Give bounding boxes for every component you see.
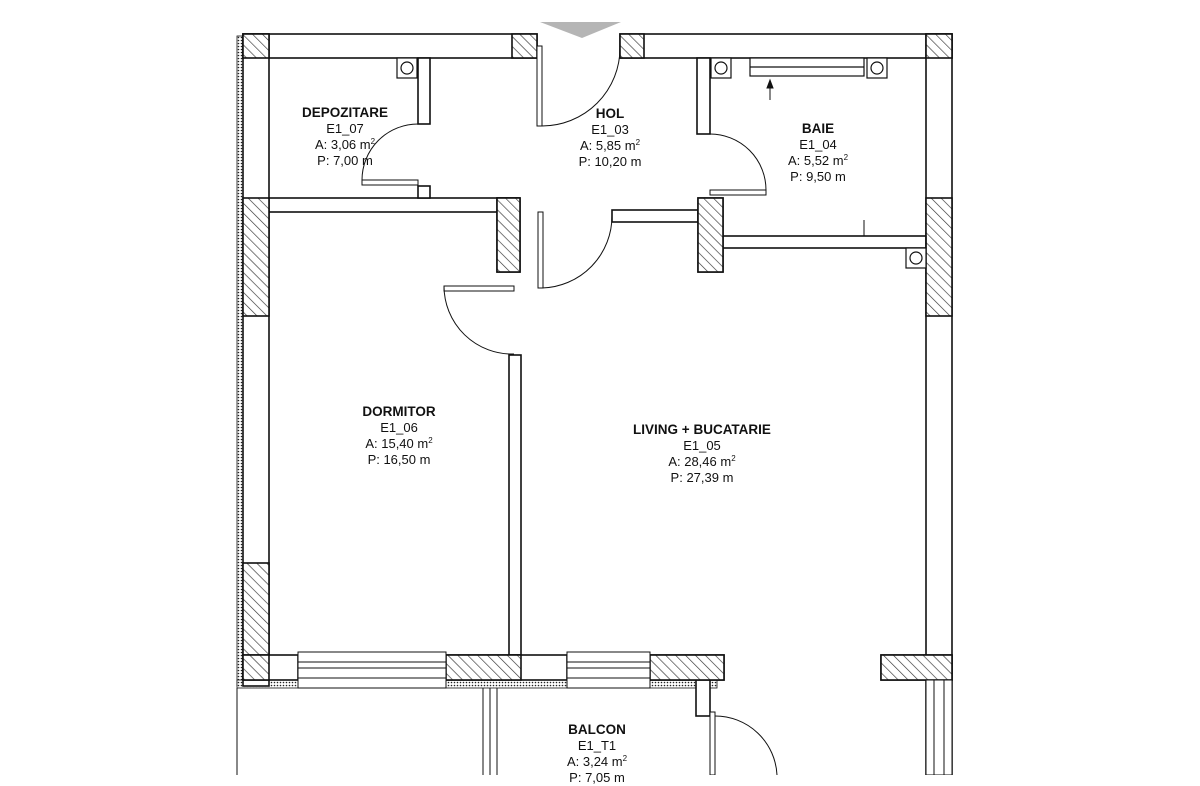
room-code: E1_03 [579, 122, 642, 138]
room-perimeter: P: 10,20 m [579, 154, 642, 170]
room-name: HOL [579, 106, 642, 122]
room-area: A: 28,46 m2 [633, 454, 771, 470]
room-area: A: 5,85 m2 [579, 138, 642, 154]
balcony-railing [237, 688, 497, 775]
room-area: A: 3,24 m2 [567, 754, 627, 770]
room-label-depozitare: DEPOZITARE E1_07 A: 3,06 m2 P: 7,00 m [302, 105, 388, 169]
room-code: E1_04 [788, 137, 848, 153]
room-perimeter: P: 7,05 m [567, 770, 627, 786]
room-name: LIVING + BUCATARIE [633, 422, 771, 438]
room-perimeter: P: 27,39 m [633, 470, 771, 486]
room-name: BALCON [567, 722, 627, 738]
room-area: A: 5,52 m2 [788, 153, 848, 169]
insulation-left [237, 36, 243, 686]
room-area: A: 15,40 m2 [362, 436, 435, 452]
room-perimeter: P: 9,50 m [788, 169, 848, 185]
room-perimeter: P: 16,50 m [362, 452, 435, 468]
room-code: E1_07 [302, 121, 388, 137]
room-label-balcon: BALCON E1_T1 A: 3,24 m2 P: 7,05 m [567, 722, 627, 786]
room-label-living-bucatarie: LIVING + BUCATARIE E1_05 A: 28,46 m2 P: … [633, 422, 771, 486]
room-label-hol: HOL E1_03 A: 5,85 m2 P: 10,20 m [579, 106, 642, 170]
room-area: A: 3,06 m2 [302, 137, 388, 153]
room-code: E1_05 [633, 438, 771, 454]
room-name: DORMITOR [362, 404, 435, 420]
room-code: E1_T1 [567, 738, 627, 754]
entrance-marker [540, 22, 621, 38]
room-label-baie: BAIE E1_04 A: 5,52 m2 P: 9,50 m [788, 121, 848, 185]
room-name: BAIE [788, 121, 848, 137]
room-code: E1_06 [362, 420, 435, 436]
room-name: DEPOZITARE [302, 105, 388, 121]
room-label-dormitor: DORMITOR E1_06 A: 15,40 m2 P: 16,50 m [362, 404, 435, 468]
room-perimeter: P: 7,00 m [302, 153, 388, 169]
